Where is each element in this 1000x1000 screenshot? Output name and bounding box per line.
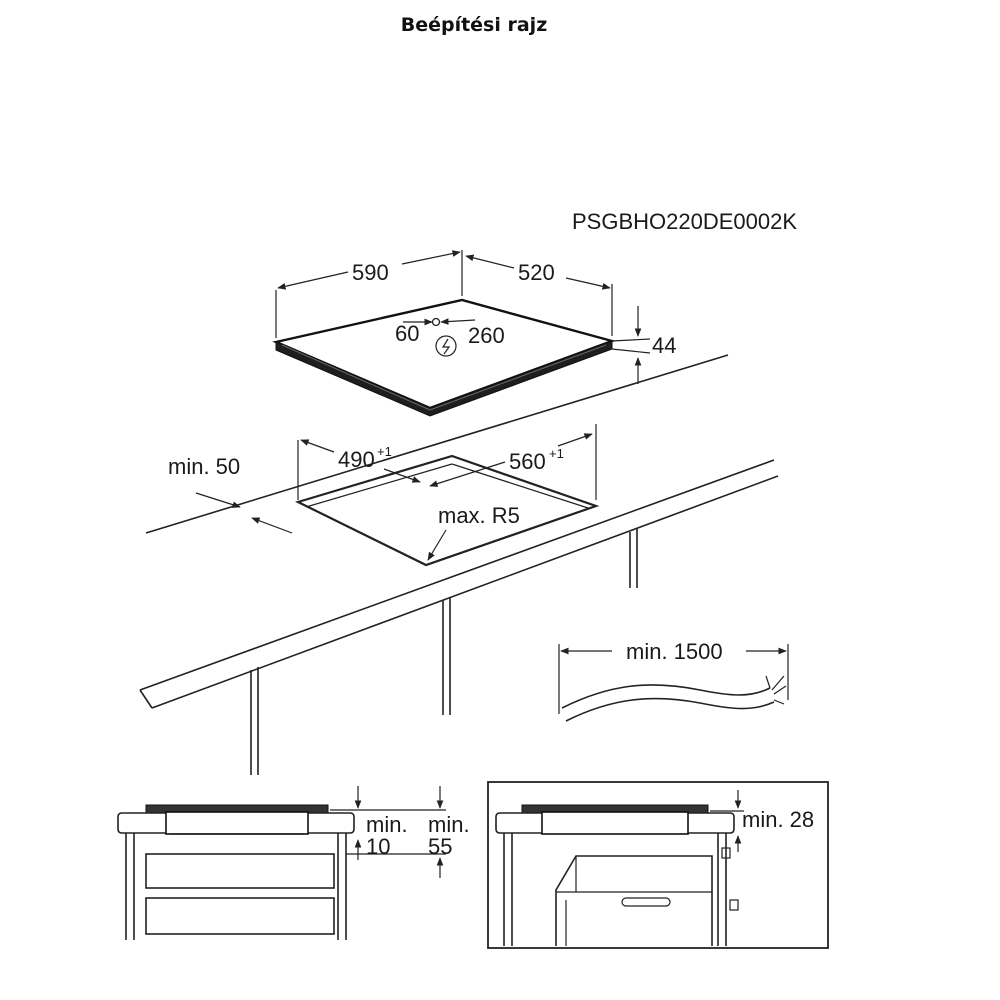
clearance-right-label: min. 28	[742, 807, 814, 832]
power-symbol-icon	[435, 335, 457, 357]
hob-drawing	[272, 298, 616, 417]
model-code: PSGBHO220DE0002K	[572, 209, 797, 234]
cable-drawing: min. 1500	[558, 639, 789, 722]
hob-depth-label: 520	[518, 260, 555, 285]
dim-corner-radius: max. R5	[427, 503, 520, 561]
cable-length-label: min. 1500	[626, 639, 723, 664]
connection-left-label: 60	[395, 321, 419, 346]
cutout-depth-label: 490	[338, 447, 375, 472]
clearance-a-line1: min.	[366, 812, 408, 837]
cutout-width-label: 560	[509, 449, 546, 474]
page-title: Beépítési rajz	[400, 14, 548, 36]
dim-cutout-depth: 490 +1	[297, 439, 421, 500]
cutout-width-tolerance: +1	[549, 446, 564, 461]
connection-right-label: 260	[468, 323, 505, 348]
dim-connection: 60 260	[395, 318, 505, 348]
dim-hob-depth: 520	[465, 254, 613, 336]
dim-cutout-width: 560 +1	[429, 424, 597, 500]
dim-hob-width: 590	[275, 250, 463, 338]
hob-height-label: 44	[652, 333, 676, 358]
dim-front-gap: min. 50	[168, 454, 293, 534]
section-right-drawing: min. 28	[487, 781, 829, 949]
corner-radius-label: max. R5	[438, 503, 520, 528]
front-gap-label: min. 50	[168, 454, 240, 479]
clearance-a-line2: 10	[366, 834, 390, 859]
section-left-drawing: min. 10 min. 55	[117, 786, 470, 940]
worktop-drawing	[139, 354, 779, 775]
clearance-b-line2: 55	[428, 834, 452, 859]
dim-hob-height: 44	[611, 306, 676, 384]
hob-width-label: 590	[352, 260, 389, 285]
clearance-b-line1: min.	[428, 812, 470, 837]
cutout-depth-tolerance: +1	[377, 444, 392, 459]
